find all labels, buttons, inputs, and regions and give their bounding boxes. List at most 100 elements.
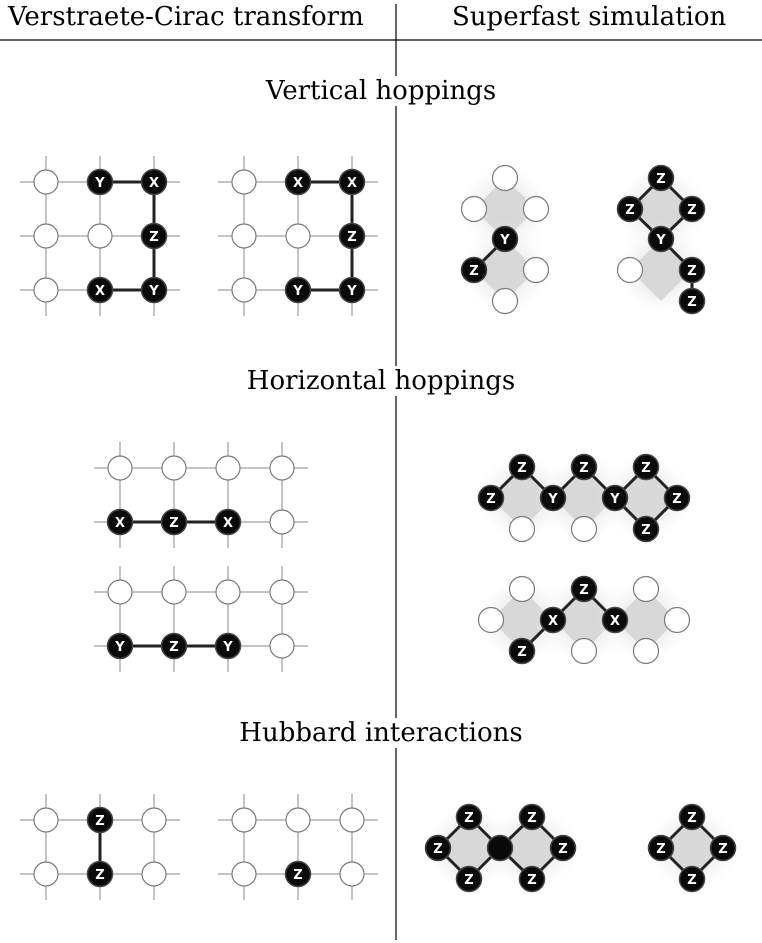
occupied-site [486, 834, 514, 862]
header-right: Superfast simulation [452, 2, 727, 32]
operator-label: Z [169, 516, 178, 531]
operator-label: X [223, 516, 233, 531]
operator-label: Z [95, 868, 104, 883]
empty-site [87, 223, 113, 249]
operator-site [539, 484, 567, 512]
operator-site [678, 256, 706, 284]
operator-site [284, 168, 312, 196]
operator-label: Z [687, 203, 696, 218]
operator-site [549, 834, 577, 862]
section-title-hubbard-text: Hubbard interactions [233, 718, 529, 748]
operator-label: Z [464, 811, 473, 826]
operator-label: X [95, 284, 105, 299]
operator-label: X [115, 516, 125, 531]
operator-site [632, 453, 660, 481]
plaquette [615, 589, 677, 651]
operator-label: Y [292, 284, 303, 299]
operator-label: Y [94, 176, 105, 191]
operator-site [86, 168, 114, 196]
empty-site [231, 277, 257, 303]
operator-label: Z [656, 172, 665, 187]
operator-site [709, 834, 737, 862]
operator-label: Y [148, 284, 159, 299]
operator-site [338, 168, 366, 196]
operator-site [86, 806, 114, 834]
empty-site [570, 515, 598, 543]
operator-label: Z [641, 461, 650, 476]
operator-site [647, 225, 675, 253]
operator-label: Y [114, 640, 125, 655]
operator-site [647, 164, 675, 192]
section-title-vertical: Vertical hoppings [0, 76, 762, 106]
operator-site [106, 632, 134, 660]
operator-site [424, 834, 452, 862]
operator-site [214, 632, 242, 660]
operator-site [86, 860, 114, 888]
empty-site [616, 256, 644, 284]
operator-label: X [548, 614, 558, 629]
empty-site [107, 455, 133, 481]
operator-label: X [347, 176, 357, 191]
empty-site [339, 861, 365, 887]
operator-label: Z [718, 842, 727, 857]
empty-site [231, 807, 257, 833]
empty-site [161, 579, 187, 605]
empty-site [231, 223, 257, 249]
operator-label: Z [149, 230, 158, 245]
operator-label: Z [672, 492, 681, 507]
operator-site [508, 637, 536, 665]
empty-site [107, 579, 133, 605]
operator-label: Z [293, 868, 302, 883]
operator-label: Z [433, 842, 442, 857]
header-left: Verstraete-Cirac transform [8, 2, 364, 32]
operator-label: Y [222, 640, 233, 655]
section-title-vertical-text: Vertical hoppings [259, 76, 503, 106]
operator-site [678, 287, 706, 315]
empty-site [269, 579, 295, 605]
operator-site [460, 256, 488, 284]
operator-label: Z [95, 814, 104, 829]
operator-label: Z [656, 842, 665, 857]
empty-site [632, 575, 660, 603]
empty-site [141, 807, 167, 833]
empty-site [33, 861, 59, 887]
operator-site [106, 508, 134, 536]
empty-site [269, 509, 295, 535]
empty-site [285, 223, 311, 249]
operator-site [539, 606, 567, 634]
operator-site [338, 276, 366, 304]
operator-site [663, 484, 691, 512]
section-title-hubbard: Hubbard interactions [0, 718, 762, 748]
operator-site [140, 276, 168, 304]
section-title-horizontal: Horizontal hoppings [0, 366, 762, 396]
empty-site [508, 575, 536, 603]
empty-site [491, 287, 519, 315]
empty-site [215, 455, 241, 481]
operator-site [570, 453, 598, 481]
empty-site [161, 455, 187, 481]
empty-site [33, 223, 59, 249]
operator-site [570, 575, 598, 603]
operator-label: Z [558, 842, 567, 857]
operator-label: Z [625, 203, 634, 218]
operator-label: Z [687, 811, 696, 826]
operator-site [647, 834, 675, 862]
empty-site [632, 637, 660, 665]
operator-label: Z [687, 264, 696, 279]
operator-site [86, 276, 114, 304]
operator-site [508, 453, 536, 481]
operator-label: Z [579, 461, 588, 476]
operator-label: Z [579, 583, 588, 598]
operator-label: Z [687, 295, 696, 310]
operator-label: X [293, 176, 303, 191]
operator-label: Z [641, 523, 650, 538]
empty-site [339, 807, 365, 833]
empty-site [491, 164, 519, 192]
operator-label: Z [517, 645, 526, 660]
operator-label: Z [169, 640, 178, 655]
empty-site [215, 579, 241, 605]
operator-site [601, 606, 629, 634]
empty-site [269, 633, 295, 659]
operator-label: Z [486, 492, 495, 507]
